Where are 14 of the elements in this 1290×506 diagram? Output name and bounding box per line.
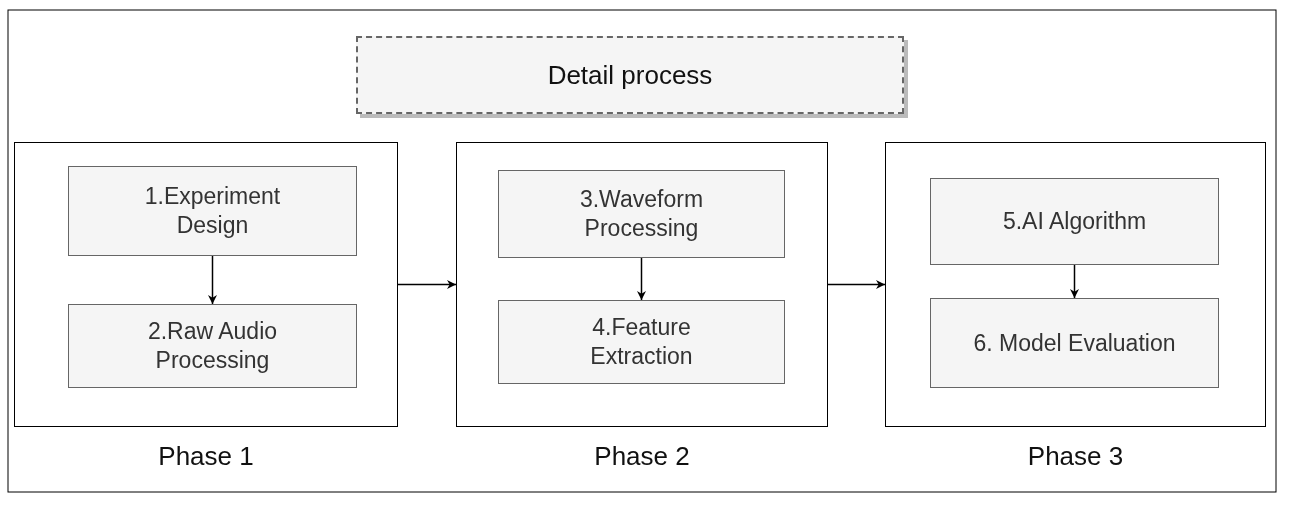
process-box: 5.AI Algorithm: [930, 178, 1219, 265]
arrow: [208, 255, 217, 305]
arrow: [637, 257, 646, 301]
arrow: [827, 280, 886, 289]
arrow: [397, 280, 457, 289]
arrow: [1070, 264, 1079, 299]
process-box: 1.Experiment Design: [68, 166, 357, 256]
phase-label: Phase 2: [594, 441, 690, 472]
process-box: 6. Model Evaluation: [930, 298, 1219, 388]
process-box: 2.Raw Audio Processing: [68, 304, 357, 388]
process-box: 4.Feature Extraction: [498, 300, 785, 384]
phase-label: Phase 1: [158, 441, 254, 472]
process-box: 3.Waveform Processing: [498, 170, 785, 258]
phase-label: Phase 3: [1027, 441, 1124, 472]
